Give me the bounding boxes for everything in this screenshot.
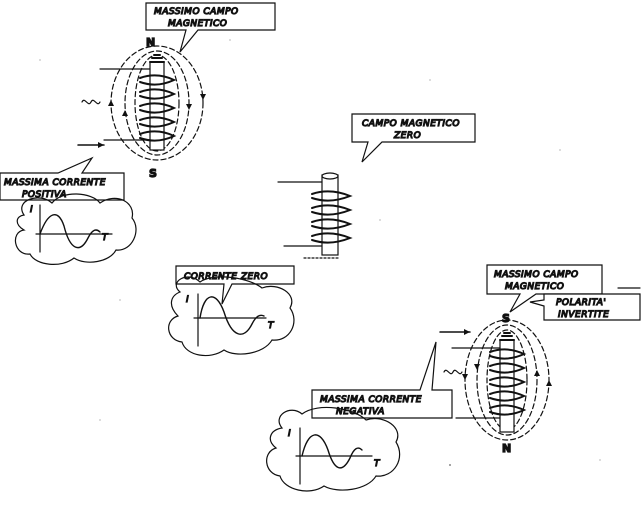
arrow-icon <box>546 380 552 386</box>
callout-inverted-polarity: POLARITA' INVERTITE <box>529 287 641 321</box>
arrow-icon <box>186 104 192 110</box>
coil-middle-zero <box>277 172 353 259</box>
current-arrow-icon <box>98 142 104 148</box>
arrow-icon <box>108 100 114 106</box>
callout-inverted-polarity-line2: INVERTITE <box>558 310 609 320</box>
graph-cloud-positive <box>14 193 137 265</box>
graph-axis-label-current-positive: I <box>30 205 33 215</box>
graph-axis-label-time-zero: T <box>268 321 275 331</box>
graph-axis-label-time-negative: T <box>374 459 381 469</box>
sine-wave-zero <box>199 296 265 335</box>
callout-max-current-positive: MASSIMA CORRENTE POSITIVA <box>0 156 125 201</box>
coil-bottom-negative <box>439 319 552 441</box>
sine-wave-positive <box>39 214 101 249</box>
pole-label-south-bottom: S <box>502 312 510 325</box>
callout-zero-field: CAMPO MAGNETICO ZERO <box>351 113 476 163</box>
callout-zero-current: CORRENTE ZERO <box>175 265 295 305</box>
graph-axis-label-time-positive: T <box>102 233 109 243</box>
callout-max-field-bottom-line2: MAGNETICO <box>505 282 564 292</box>
ac-symbol-icon <box>81 99 101 105</box>
coil-turns-bottom <box>489 348 527 416</box>
callout-max-field-bottom-line1: MASSIMO CAMPO <box>494 270 579 280</box>
graph-cloud-zero <box>168 276 295 357</box>
sine-wave-negative <box>301 434 363 469</box>
arrow-icon <box>200 94 206 100</box>
callout-max-current-negative: MASSIMA CORRENTE NEGATIVA <box>311 341 453 419</box>
callout-zero-field-line2: ZERO <box>393 131 421 141</box>
ac-symbol-icon <box>443 369 463 375</box>
callout-max-field-top-line2: MAGNETICO <box>168 19 227 29</box>
pole-label-north-bottom: N <box>502 442 511 455</box>
graph-axis-label-current-zero: I <box>186 295 189 305</box>
callout-max-current-negative-line2: NEGATIVA <box>336 407 385 417</box>
arrow-icon <box>122 110 128 116</box>
callout-max-current-negative-line1: MASSIMA CORRENTE <box>320 395 422 405</box>
pole-label-south-top: S <box>149 167 157 180</box>
callout-max-current-positive-line2: POSITIVA <box>22 190 67 200</box>
arrow-icon <box>474 364 480 370</box>
callout-max-current-positive-line1: MASSIMA CORRENTE <box>4 178 106 188</box>
callout-inverted-polarity-line1: POLARITA' <box>556 298 606 308</box>
current-arrow-icon <box>464 329 470 335</box>
graph-axis-label-current-negative: I <box>288 429 291 439</box>
arrow-icon <box>534 370 540 376</box>
coil-top-positive <box>77 45 206 161</box>
graph-cloud-negative <box>266 406 401 492</box>
arrow-icon <box>462 374 468 380</box>
callout-max-field-top-line1: MASSIMO CAMPO <box>154 7 239 17</box>
callout-max-field-top: MASSIMO CAMPO MAGNETICO <box>145 2 276 53</box>
callout-zero-field-line1: CAMPO MAGNETICO <box>362 119 460 129</box>
paper-specks <box>39 39 601 466</box>
coil-turns-middle <box>311 190 353 244</box>
pole-label-north-top: N <box>146 36 155 49</box>
callout-max-field-bottom: MASSIMO CAMPO MAGNETICO <box>486 264 603 313</box>
